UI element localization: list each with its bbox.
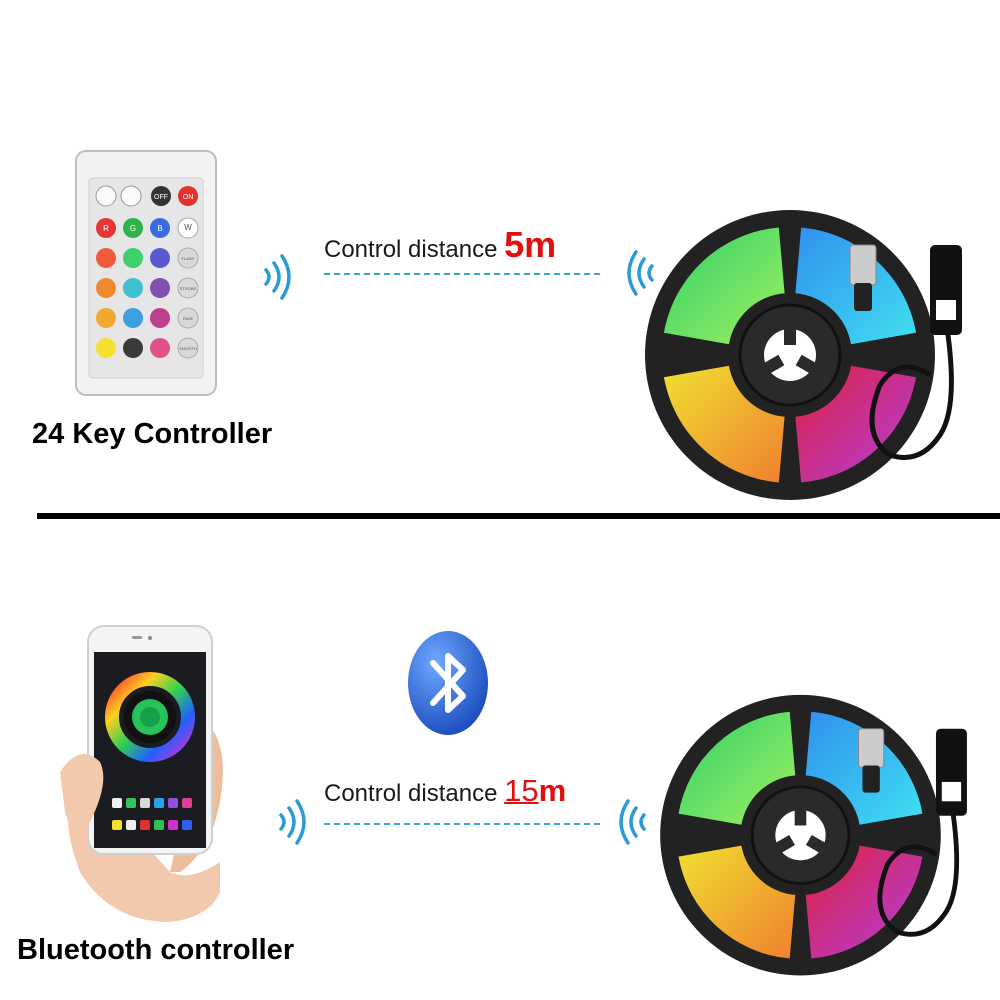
remote-mode-button — [177, 337, 199, 359]
led-strip-reel — [660, 694, 967, 976]
led-strip-segment — [678, 845, 796, 959]
led-strip-segment — [795, 365, 917, 483]
reel-hub-spoke — [805, 834, 829, 855]
remote-color-button — [150, 248, 170, 268]
reel-hub-spoke — [784, 325, 796, 345]
signal-dashed-line — [324, 823, 600, 825]
usb-plug-body — [854, 283, 872, 311]
distance-unit: m — [538, 773, 567, 808]
remote-mode-button — [177, 307, 199, 329]
color-swatch — [126, 798, 136, 808]
distance-value: 15 — [504, 773, 539, 808]
color-swatch — [112, 820, 122, 830]
section-caption-remote: 24 Key Controller — [32, 418, 273, 450]
usb-cable — [877, 796, 960, 937]
remote-mode-button — [177, 217, 199, 239]
remote-button-label: G — [130, 224, 136, 233]
qr-code — [941, 781, 962, 802]
color-swatch — [154, 798, 164, 808]
remote-color-button — [96, 248, 116, 268]
distance-value: 5m — [504, 224, 557, 265]
wireless-signal-icon — [264, 254, 291, 300]
distance-text: Control distance — [324, 236, 505, 263]
reel-hub-spoke — [795, 354, 819, 376]
led-strip-segment — [805, 845, 923, 959]
wireless-signal-icon — [279, 799, 306, 845]
remote-mode-button — [177, 277, 199, 299]
color-swatch — [182, 820, 192, 830]
color-swatch — [154, 820, 164, 830]
remote-button-label: SMOOTH — [179, 346, 197, 351]
color-swatch — [182, 798, 192, 808]
color-swatch — [168, 798, 178, 808]
bluetooth-controller-module — [930, 245, 962, 335]
reel-hub-spoke — [761, 354, 785, 376]
bluetooth-icon — [408, 631, 488, 735]
remote-button-label: B — [157, 224, 162, 233]
remote-color-button — [123, 278, 143, 298]
qr-code — [936, 300, 956, 320]
usb-plug — [858, 728, 885, 768]
remote-color-button — [96, 218, 116, 238]
remote-color-button — [150, 308, 170, 328]
remote-color-button — [150, 278, 170, 298]
remote-color-button — [96, 308, 116, 328]
color-swatch — [168, 820, 178, 830]
led-strip-segment — [678, 711, 796, 825]
color-swatch — [140, 820, 150, 830]
remote-color-button — [123, 248, 143, 268]
remote-color-button — [123, 338, 143, 358]
phone-app — [60, 625, 223, 922]
on-label: ON — [183, 194, 194, 201]
remote-color-button — [123, 218, 143, 238]
remote-button-label: W — [184, 223, 192, 232]
usb-plug-body — [862, 765, 880, 793]
wireless-signal-icon — [619, 799, 646, 845]
usb-plug — [849, 244, 877, 286]
remote-color-button — [150, 338, 170, 358]
led-strip-segment — [663, 365, 785, 483]
signal-dashed-line — [324, 273, 600, 275]
remote-color-button — [123, 308, 143, 328]
reel-hub-spoke — [794, 806, 807, 826]
reel-hub-spoke — [772, 834, 796, 855]
remote-button-label: R — [103, 224, 109, 233]
led-strip-reel — [645, 210, 962, 500]
remote-button-label: FLASH — [182, 256, 195, 261]
off-label: OFF — [154, 194, 168, 201]
wireless-signal-icon — [627, 250, 654, 296]
control-distance-label: Control distance 15m — [324, 773, 566, 809]
section-caption-bluetooth: Bluetooth controller — [17, 934, 295, 966]
usb-cable — [869, 314, 954, 460]
color-swatch — [112, 798, 122, 808]
section-divider — [37, 513, 1000, 519]
remote-button-label: FADE — [183, 316, 194, 321]
control-distance-label: Control distance 5m — [324, 224, 556, 266]
color-swatch — [140, 798, 150, 808]
led-strip-segment — [663, 227, 785, 345]
remote-control: OFF ON R G B W FLASH STROBE FADE SMOOTH — [75, 150, 217, 396]
remote-color-button — [150, 218, 170, 238]
remote-mode-button — [177, 247, 199, 269]
remote-button-label: STROBE — [180, 286, 197, 291]
distance-text: Control distance — [324, 780, 505, 807]
color-swatch — [126, 820, 136, 830]
remote-color-button — [96, 338, 116, 358]
bluetooth-controller-module — [935, 728, 967, 816]
remote-color-button — [96, 278, 116, 298]
